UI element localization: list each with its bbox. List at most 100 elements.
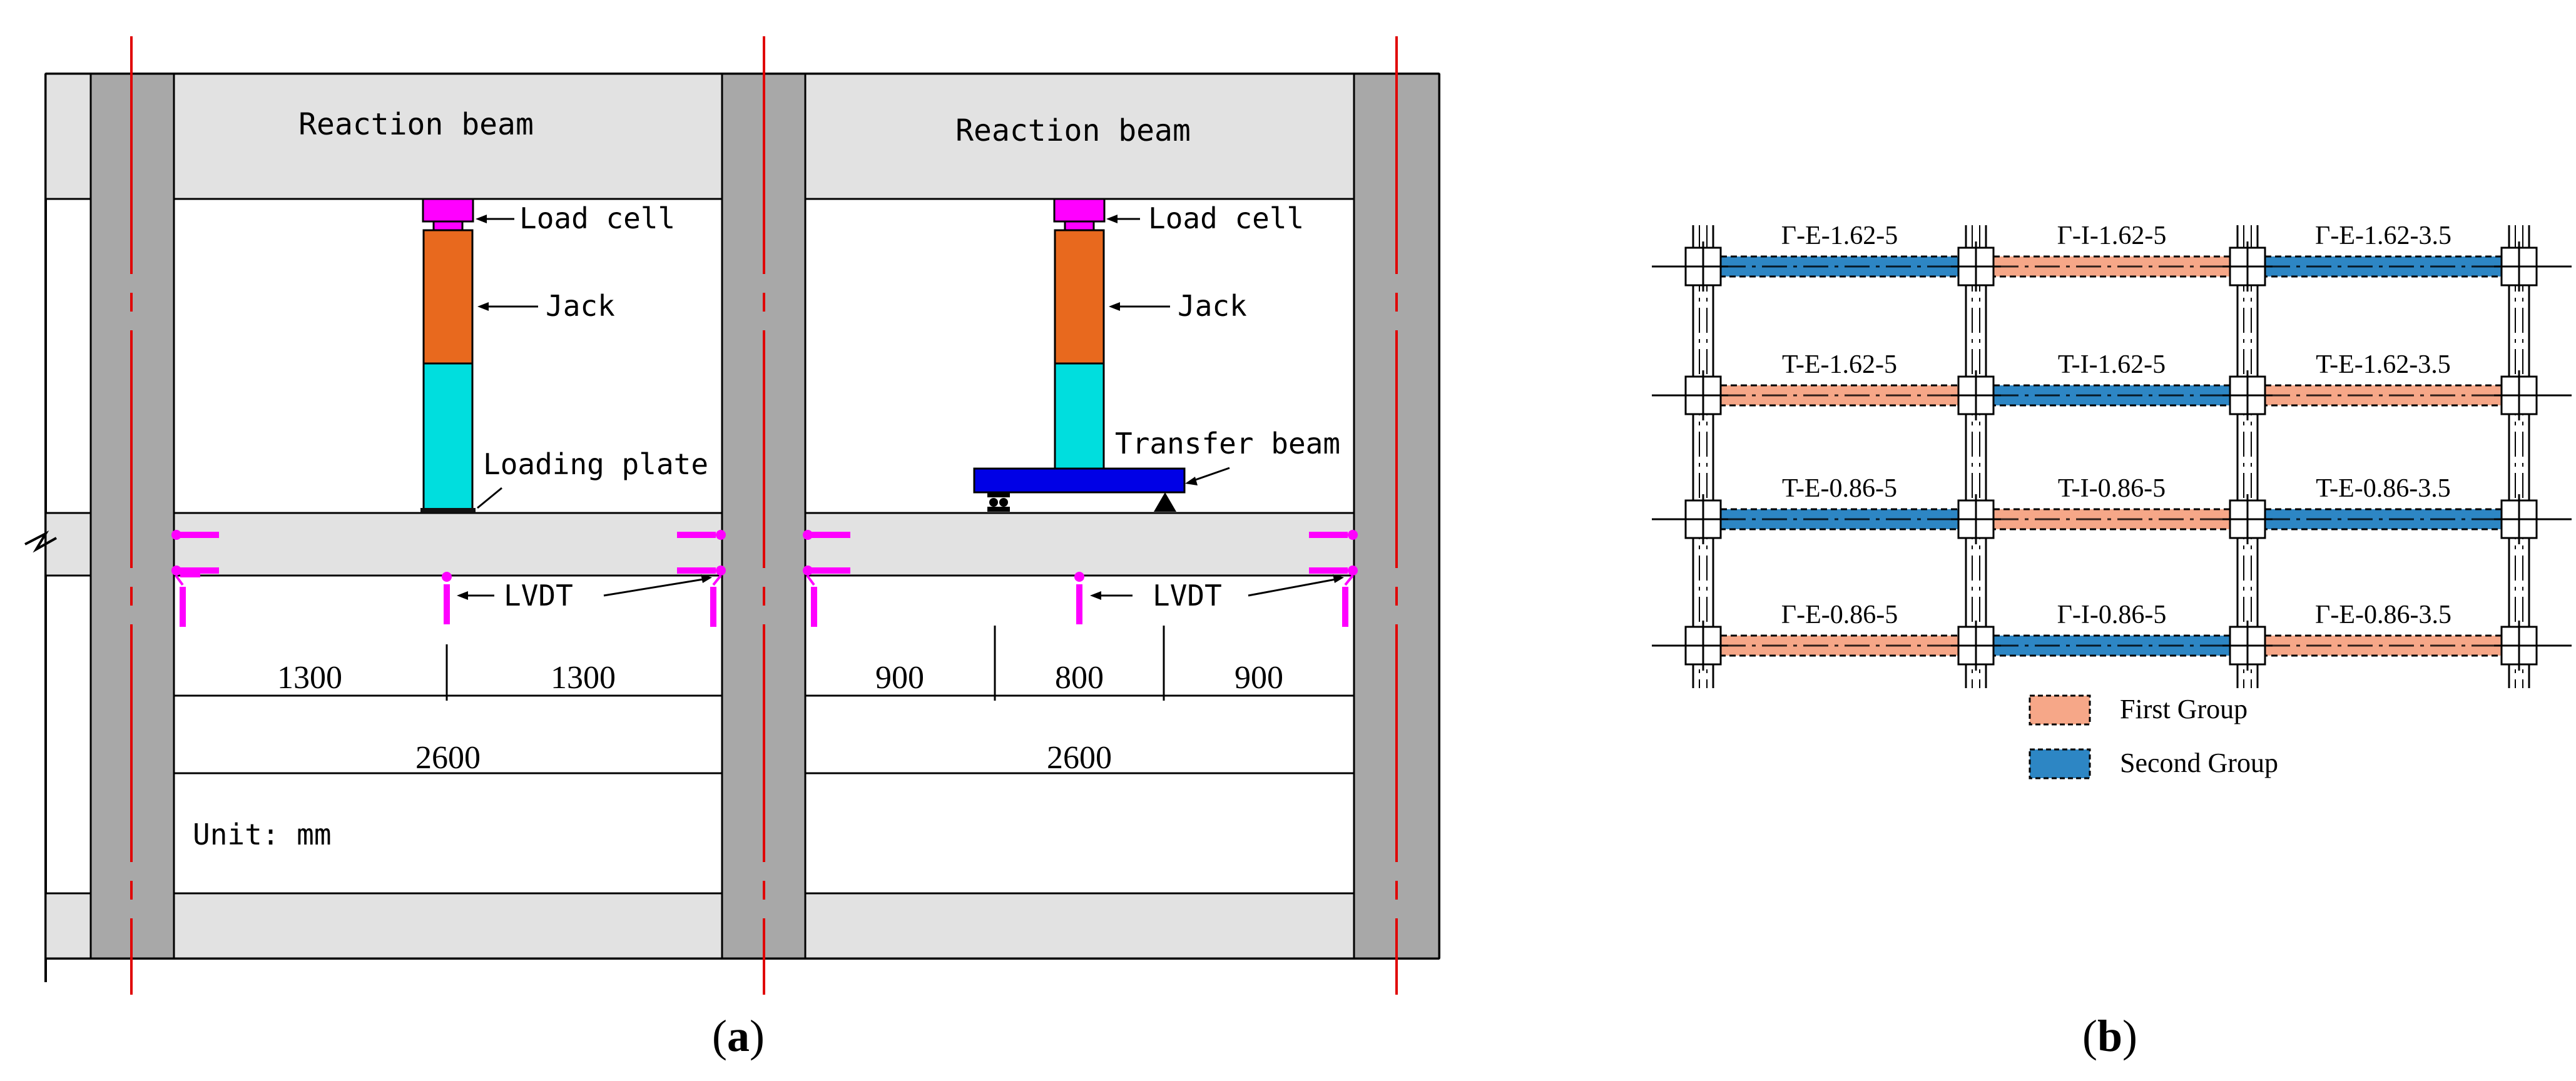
load-cell-left — [422, 198, 474, 223]
loading-plate-arrow-left — [477, 487, 502, 509]
specimen-label: Γ-E-0.86-3.5 — [2315, 601, 2451, 629]
legend-label-second: Second Group — [2120, 748, 2278, 778]
specimen-beam-right — [804, 512, 1355, 577]
roller — [989, 498, 998, 507]
jack-label-left: Jack — [546, 289, 615, 323]
cylinder-left — [422, 362, 474, 510]
specimen-beam-second-group — [1719, 255, 1960, 278]
specimen-beam-first-group — [1992, 255, 2231, 278]
cylinder-right — [1054, 362, 1105, 470]
lvdt-dot — [716, 566, 726, 576]
dim-total-right: 2600 — [1047, 740, 1112, 776]
load-cell-right-neck — [1064, 220, 1095, 231]
specimen-label: T-E-0.86-3.5 — [2316, 474, 2450, 503]
transfer-beam-supports — [987, 492, 1176, 512]
specimen-label: T-E-1.62-5 — [1782, 350, 1897, 379]
dim-right-1300: 1300 — [551, 660, 616, 696]
roller-plate — [987, 492, 1010, 497]
legend-swatch-first — [2029, 694, 2091, 726]
dim-total-left: 2600 — [415, 740, 481, 776]
specimen-beam-first-group — [1992, 508, 2231, 530]
specimen-beam-first-group — [2264, 384, 2503, 407]
dim-right-900-a: 900 — [875, 660, 924, 696]
lvdt-dot — [1348, 530, 1358, 540]
lvdt-arrowhead-right-support — [701, 574, 712, 583]
lvdt-arrow-right-support — [603, 577, 708, 597]
lvdt-arrowhead-right — [1090, 591, 1101, 600]
break-symbol — [24, 530, 57, 553]
specimen-label: Γ-I-0.86-5 — [2057, 601, 2167, 629]
load-cell-label-right: Load cell — [1148, 201, 1304, 235]
caption-b-letter: b — [2097, 1011, 2122, 1061]
specimen-beam-second-group — [1992, 384, 2231, 407]
jack-arrowhead-left — [477, 302, 489, 311]
specimen-label: Γ-E-1.62-3.5 — [2315, 221, 2451, 250]
lvdt-dot — [803, 530, 813, 540]
lvdt-link — [175, 574, 184, 586]
specimen-beam-first-group — [1719, 384, 1960, 407]
dim-right-800: 800 — [1055, 660, 1104, 696]
reaction-beam-label-left: Reaction beam — [298, 107, 534, 142]
load-cell-arrowhead-left — [476, 215, 487, 223]
specimen-beam-first-group — [2264, 634, 2503, 657]
lvdt-dot — [1348, 566, 1358, 576]
load-cell-left-neck — [432, 220, 464, 231]
dim-left-1300: 1300 — [277, 660, 342, 696]
specimen-beam-first-group — [1719, 634, 1960, 657]
lvdt-dot — [171, 566, 181, 576]
lvdt-arrow-right-support-2 — [1248, 577, 1340, 597]
roller-base — [987, 507, 1010, 512]
caption-a-letter: a — [727, 1011, 750, 1061]
jack-right — [1054, 229, 1105, 365]
load-cell-label-left: Load cell — [519, 201, 675, 235]
load-cell-right — [1053, 198, 1106, 223]
lvdt-dot — [716, 530, 726, 540]
edge-band-top — [44, 73, 92, 200]
transfer-beam-arrowhead — [1185, 477, 1198, 485]
transfer-beam-arrow — [1189, 467, 1230, 483]
specimen-beam-second-group — [2264, 255, 2503, 278]
specimen-label: T-I-0.86-5 — [2058, 474, 2166, 503]
specimen-label: T-E-0.86-5 — [1782, 474, 1897, 503]
transfer-beam — [973, 467, 1186, 494]
specimen-beam-second-group — [1719, 508, 1960, 530]
lvdt-link — [806, 574, 815, 586]
legend-label-first: First Group — [2120, 694, 2248, 724]
lvdt-group-left — [171, 530, 726, 627]
panel-a-test-setup: Reaction beam Load cell Jack Loading pla… — [24, 36, 1440, 1061]
loading-plate-left — [420, 508, 476, 513]
lvdt-link — [1344, 574, 1354, 586]
specimen-label: Γ-I-1.62-5 — [2057, 221, 2167, 250]
transfer-beam-label: Transfer beam — [1115, 427, 1340, 460]
caption-b: (b) — [2082, 1011, 2137, 1061]
unit-label: Unit: mm — [193, 818, 332, 851]
specimen-label: T-I-1.62-5 — [2058, 350, 2166, 379]
specimen-label: Γ-E-0.86-5 — [1781, 601, 1898, 629]
lvdt-dot — [171, 530, 181, 540]
lvdt-label-left: LVDT — [504, 579, 573, 612]
caption-a: (a) — [712, 1011, 765, 1061]
lvdt-link — [712, 574, 722, 586]
edge-band-bottom — [44, 892, 92, 960]
specimen-beam-left — [173, 512, 723, 577]
edge-band-middle — [44, 512, 92, 577]
lvdt-dot — [1074, 572, 1084, 582]
reaction-beam-left — [173, 73, 723, 200]
jack-left — [422, 229, 474, 365]
jack-arrowhead-right — [1109, 302, 1120, 311]
legend-swatch-second — [2029, 748, 2091, 779]
specimen-beam-second-group — [2264, 508, 2503, 530]
lvdt-arrowhead-left — [457, 591, 468, 600]
reaction-beam-label-right: Reaction beam — [955, 113, 1191, 148]
dim-right-900-b: 900 — [1235, 660, 1283, 696]
specimen-label: T-E-1.62-3.5 — [2316, 350, 2450, 379]
base-beam-right — [804, 892, 1355, 960]
specimen-beam-second-group — [1992, 634, 2231, 657]
lvdt-group-right — [803, 530, 1358, 627]
roller — [999, 498, 1008, 507]
lvdt-arrowhead-right-support-2 — [1333, 574, 1344, 583]
jack-label-right: Jack — [1178, 289, 1247, 323]
